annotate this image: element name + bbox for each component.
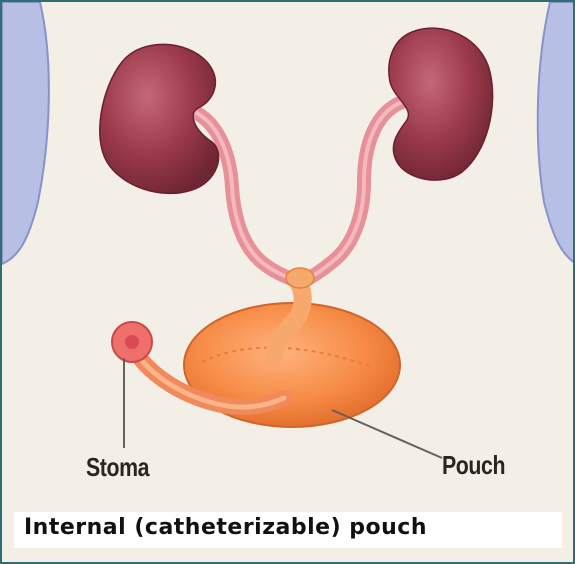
stoma-center [125, 335, 139, 349]
right-ureter [302, 102, 402, 282]
pouch-label: Pouch [442, 450, 505, 481]
right-ureter-highlight [302, 102, 402, 282]
pouch-pointer-line [332, 410, 442, 458]
caption-text: Internal (catheterizable) pouch [24, 515, 427, 540]
stoma-label: Stoma [86, 452, 149, 483]
left-ureter-highlight [190, 110, 298, 282]
left-ureter [190, 110, 298, 282]
body-outline-right [538, 2, 575, 264]
ureter-junction [286, 268, 314, 288]
right-kidney [389, 28, 493, 180]
body-outline-left [2, 2, 49, 264]
